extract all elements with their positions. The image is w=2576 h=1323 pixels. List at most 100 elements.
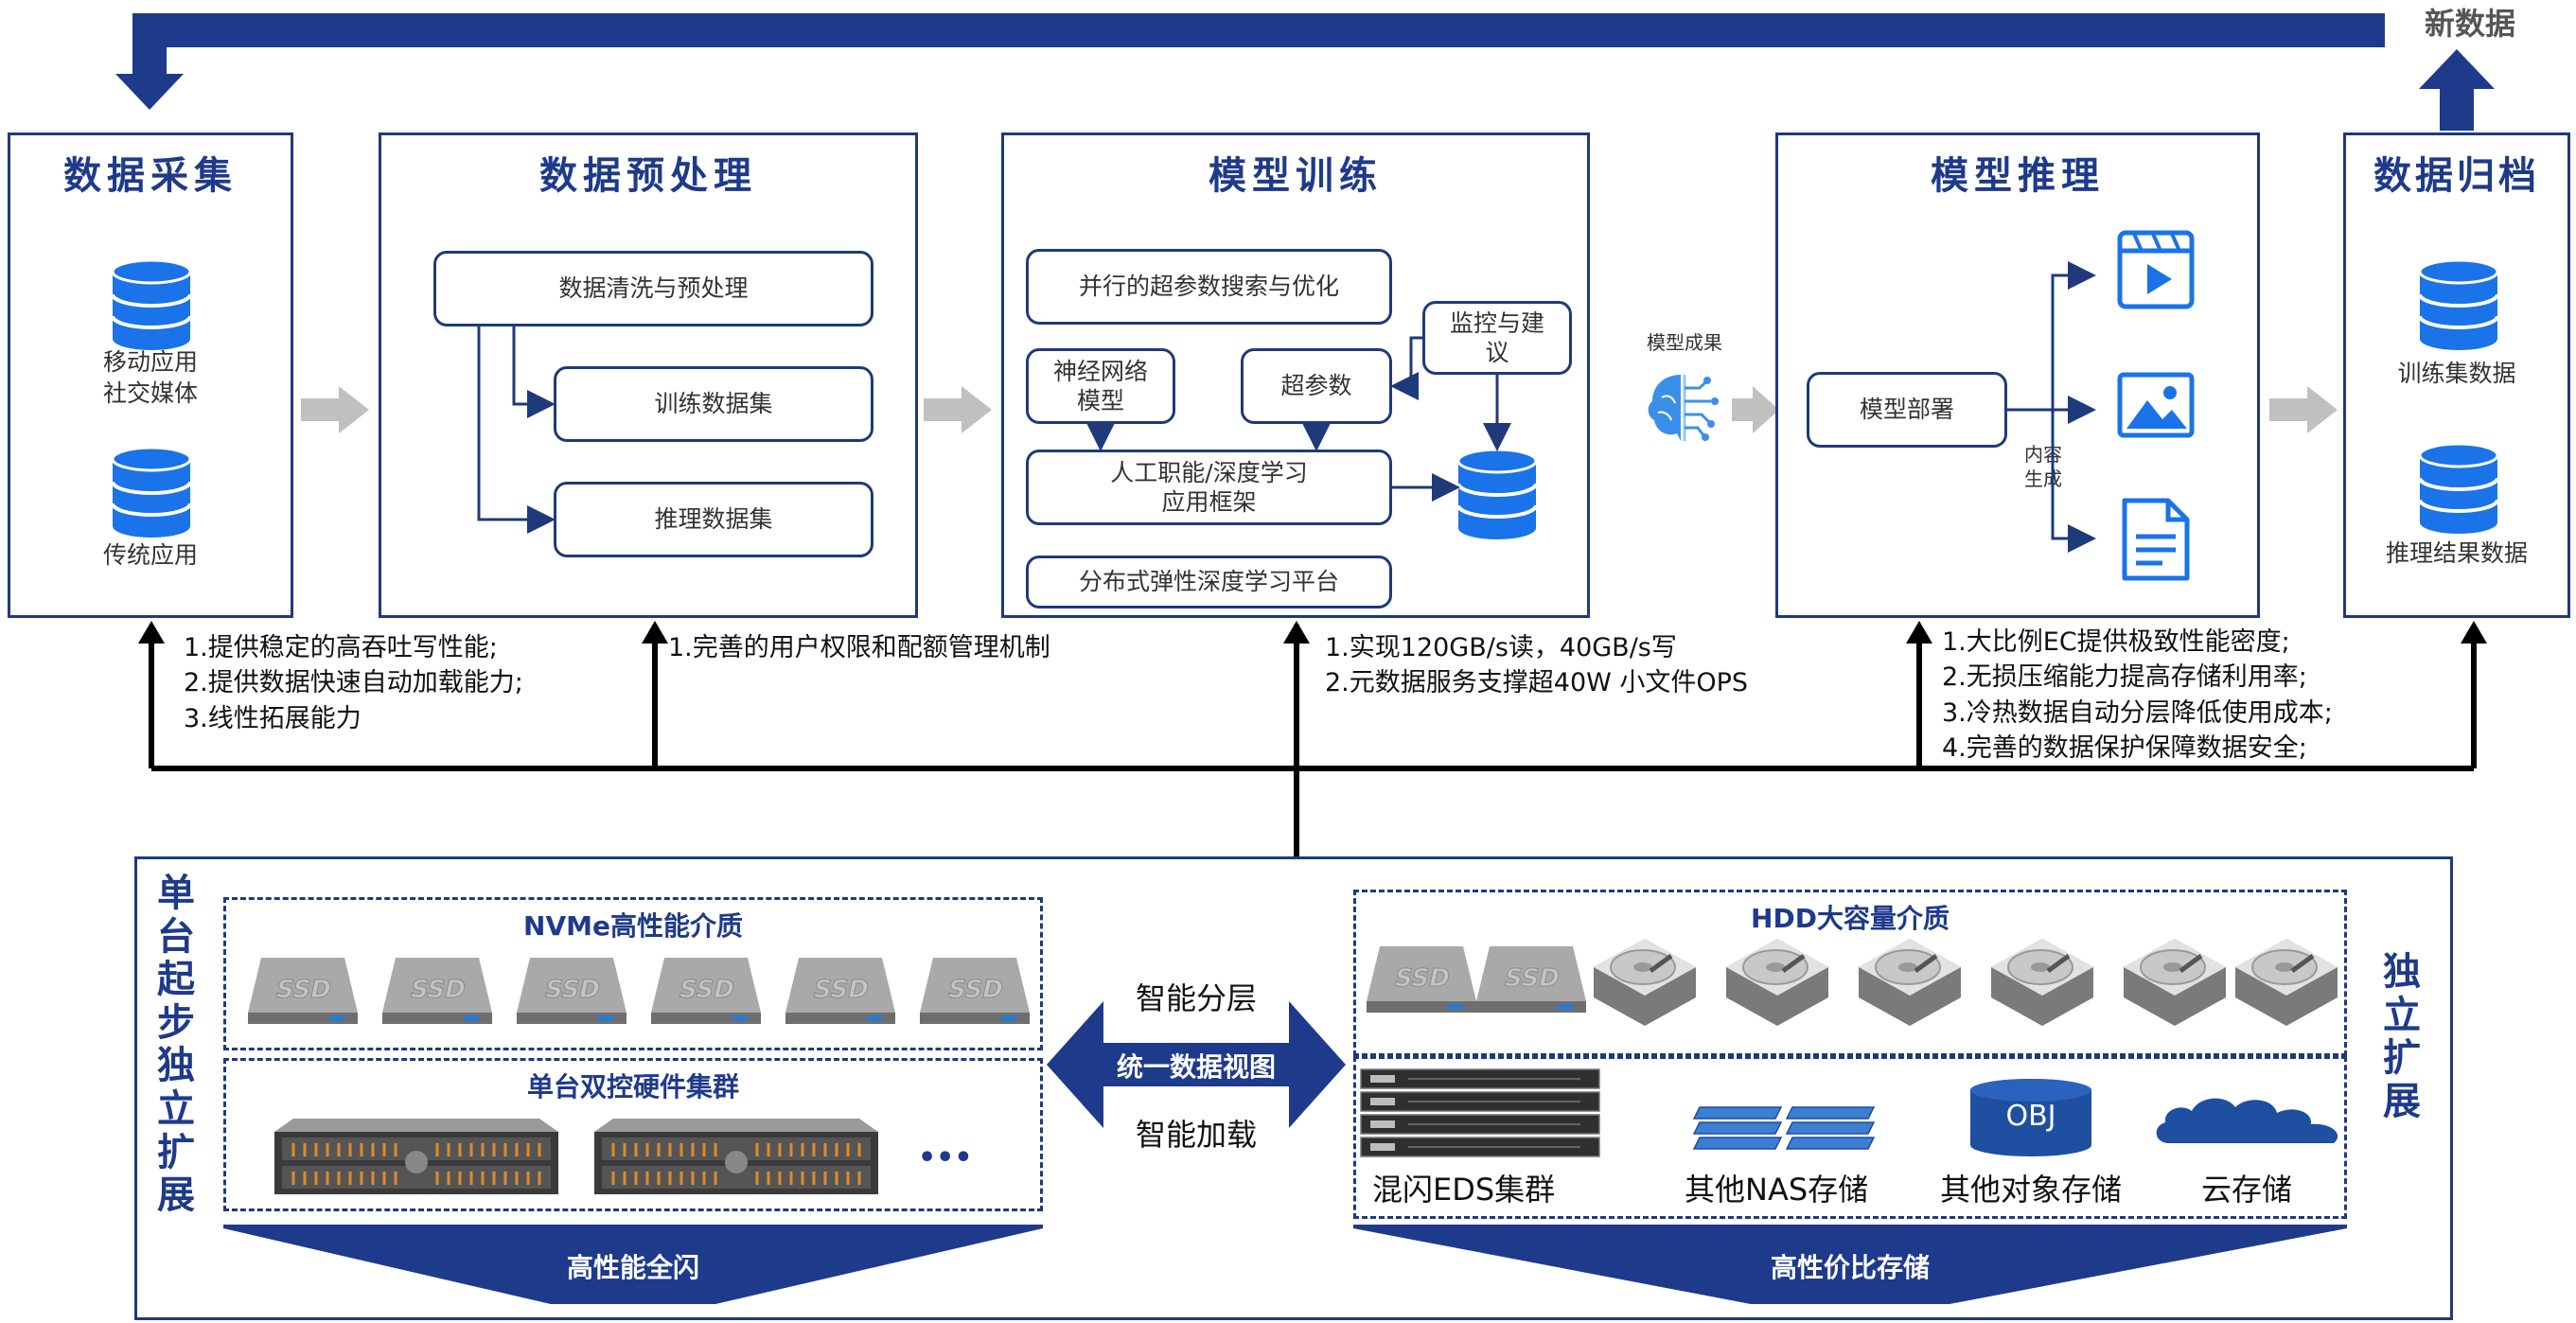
- ssd-drive-icon: SSD: [382, 958, 492, 1024]
- nas-storage-label: 其他NAS存储: [1685, 1172, 1869, 1208]
- object-storage-label: 其他对象存储: [1940, 1172, 2123, 1208]
- note-line: 1.完善的用户权限和配额管理机制: [668, 633, 1050, 662]
- left-banner-shape: [223, 1225, 1043, 1304]
- ssd-drive-icon: SSD: [920, 958, 1030, 1024]
- hdd-drive-icon: [1991, 939, 2093, 1026]
- nas-icon: [1692, 1106, 1876, 1150]
- note-line: 1.提供稳定的高吞吐写性能;: [184, 633, 498, 662]
- hdd-drive-icon: [1726, 939, 1828, 1026]
- svg-text:SSD: SSD: [408, 976, 468, 1004]
- feedback-arrow-down-head: [115, 74, 184, 110]
- box-monitoring: 监控与建 议: [1422, 301, 1572, 375]
- other-storage-box: [1353, 1056, 2347, 1219]
- ssd-drive-icon: SSD: [517, 958, 626, 1024]
- dual-controller-cluster-box: 单台双控硬件集群: [223, 1058, 1043, 1211]
- cluster-title: 单台双控硬件集群: [526, 1071, 739, 1102]
- eds-cluster-label: 混闪EDS集群: [1372, 1172, 1556, 1208]
- database-icon: [2418, 258, 2499, 350]
- ssd-drive-icon: SSD: [1367, 946, 1476, 1013]
- hdd-drive-icon: [1594, 939, 1696, 1026]
- right-banner-label: 高性价比存储: [1770, 1252, 1930, 1283]
- box-ai-framework: 人工职能/深度学习 应用框架: [1026, 450, 1392, 525]
- feedback-arrow-up-head: [2419, 49, 2495, 89]
- svg-text:SSD: SSD: [945, 976, 1006, 1004]
- ssd-drive-icon: SSD: [785, 958, 895, 1024]
- notes-inference: 1.大比例EC提供极致性能密度; 2.无损压缩能力提高存储利用率; 3.冷热数据…: [1942, 625, 2333, 766]
- unified-view-label: 统一数据视图: [1116, 1051, 1276, 1083]
- flow-arrow-icon: [2269, 386, 2338, 433]
- panel-title: 数据采集: [63, 154, 238, 198]
- flow-arrow-icon: [924, 386, 992, 433]
- database-icon: [111, 258, 192, 350]
- box-data-cleaning: 数据清洗与预处理: [433, 251, 873, 326]
- box-model-deployment: 模型部署: [1807, 372, 2007, 448]
- panel-title: 模型推理: [1931, 154, 2105, 198]
- panel-data-archive: 数据归档 训练集数据 推理结果数据: [2343, 132, 2570, 618]
- panel-model-inference: 模型推理 模型部署 内容 生成: [1775, 132, 2260, 618]
- obj-icon-label: OBJ: [2005, 1100, 2056, 1133]
- eds-rack-icon: [1360, 1068, 1600, 1157]
- ssd-drive-icon: SSD: [1476, 946, 1586, 1013]
- hdd-title: HDD大容量介质: [1751, 903, 1950, 934]
- box-distributed-platform: 分布式弹性深度学习平台: [1026, 556, 1392, 609]
- note-line: 3.冷热数据自动分层降低使用成本;: [1942, 697, 2333, 728]
- side-label-left: 单台起步独立扩展: [157, 872, 195, 1218]
- box-hyperparam-search: 并行的超参数搜索与优化: [1026, 249, 1392, 325]
- object-storage-icon: [1970, 1079, 2091, 1156]
- notes-preprocessing: 1.完善的用户权限和配额管理机制: [668, 630, 1050, 665]
- database-icon: [1456, 448, 1538, 539]
- db-label-inference-results: 推理结果数据: [2385, 539, 2528, 567]
- server-rack-icon: [594, 1119, 878, 1194]
- note-line: 3.线性拓展能力: [184, 703, 362, 733]
- side-label-right: 独立扩展: [2383, 950, 2421, 1123]
- connector-lines: [1086, 336, 1511, 502]
- svg-text:SSD: SSD: [811, 976, 872, 1004]
- panel-title: 模型训练: [1209, 154, 1383, 198]
- feedback-arrow-right-stem: [2440, 85, 2474, 131]
- flow-arrow-icon: [1732, 386, 1779, 433]
- box-training-dataset: 训练数据集: [554, 366, 873, 442]
- feedback-arrow-bar: [132, 13, 2385, 47]
- panel-preprocessing: 数据预处理 数据清洗与预处理 训练数据集 推理数据集: [379, 132, 918, 618]
- video-icon: [2117, 230, 2195, 309]
- cloud-storage-label: 云存储: [2201, 1172, 2293, 1208]
- flow-arrow-icon: [301, 386, 369, 433]
- note-line: 2.提供数据快速自动加载能力;: [184, 668, 523, 698]
- notes-collection: 1.提供稳定的高吞吐写性能; 2.提供数据快速自动加载能力; 3.线性拓展能力: [184, 630, 523, 736]
- box-neural-network: 神经网络 模型: [1026, 348, 1175, 424]
- note-line: 4.完善的数据保护保障数据安全;: [1942, 732, 2307, 763]
- box-inference-dataset: 推理数据集: [554, 482, 873, 557]
- connector-lines: [2007, 261, 2096, 553]
- hdd-drive-icon: [2124, 939, 2226, 1026]
- hdd-drive-icon: [1859, 939, 1961, 1026]
- more-servers-ellipsis: •••: [918, 1141, 973, 1174]
- image-icon: [2117, 372, 2195, 438]
- nvme-media-box: NVMe高性能介质: [223, 897, 1043, 1050]
- smart-loading-label: 智能加载: [1135, 1117, 1257, 1153]
- svg-text:SSD: SSD: [1392, 964, 1453, 993]
- smart-tiering-label: 智能分层: [1135, 980, 1257, 1016]
- storage-frame: [134, 856, 2453, 1320]
- left-banner-label: 高性能全闪: [566, 1252, 699, 1283]
- hdd-media-box: HDD大容量介质: [1353, 890, 2347, 1056]
- panel-title: 数据归档: [2373, 154, 2540, 198]
- note-line: 2.元数据服务支撑超40W 小文件OPS: [1325, 668, 1749, 698]
- db-label-mobile-social: 移动应用 社交媒体: [102, 348, 198, 407]
- content-generation-label: 内容 生成: [2024, 443, 2062, 490]
- svg-text:SSD: SSD: [1502, 964, 1562, 993]
- feedback-arrow-left-stem: [132, 13, 167, 79]
- hdd-drive-icon: [2235, 939, 2338, 1026]
- svg-text:SSD: SSD: [677, 976, 737, 1004]
- panel-title: 数据预处理: [539, 154, 757, 198]
- cloud-icon: [2156, 1098, 2338, 1143]
- document-icon: [2122, 498, 2190, 581]
- feedback-label: 新数据: [2424, 6, 2515, 42]
- ssd-drive-icon: SSD: [651, 958, 761, 1024]
- note-line: 1.大比例EC提供极致性能密度;: [1942, 627, 2290, 657]
- server-rack-icon: [274, 1119, 558, 1194]
- notes-training: 1.实现120GB/s读，40GB/s写 2.元数据服务支撑超40W 小文件OP…: [1325, 630, 1748, 701]
- box-hyperparameters: 超参数: [1241, 348, 1392, 424]
- svg-text:SSD: SSD: [273, 976, 334, 1004]
- right-banner-shape: [1353, 1225, 2347, 1304]
